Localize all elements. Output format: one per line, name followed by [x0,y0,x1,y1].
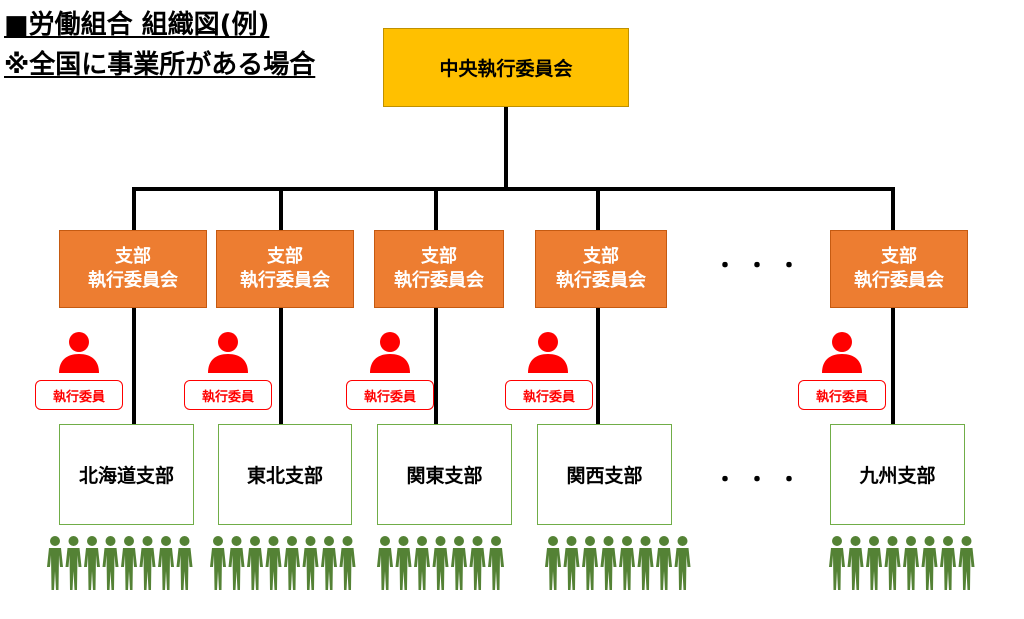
member-figure-icon [339,536,356,590]
branch-committee-box: 支部執行委員会 [830,230,968,308]
member-figure-icon [563,536,580,590]
member-figure-icon [940,536,956,590]
member-figure-icon [247,536,263,590]
branch-committee-line1: 支部 [267,246,303,267]
officer-person-icon [57,330,101,374]
member-figure-icon [903,536,919,590]
member-figure-icon [228,536,245,590]
member-figure-icon [395,536,412,590]
branch-members-group [544,535,692,591]
officer-badge: 執行委員 [798,380,886,410]
branch-name-box: 九州支部 [830,424,965,525]
branch-committee-line2: 執行委員会 [88,270,178,291]
branch-committee-line1: 支部 [881,246,917,267]
member-figure-icon [176,536,193,590]
diagram-title: ■労働組合 組織図(例) [4,10,270,40]
ellipsis-lower: ・・・ [714,468,811,493]
member-figure-icon [321,536,337,590]
member-figure-icon [600,536,617,590]
officer-badge: 執行委員 [505,380,593,410]
member-figure-icon [656,536,672,590]
member-figure-icon [284,536,300,590]
member-figure-icon [432,536,449,590]
member-figure-icon [829,536,845,590]
member-figure-icon [47,536,63,590]
member-figure-icon [451,536,467,590]
branch-name-box: 東北支部 [218,424,352,525]
officer-person-icon [206,330,250,374]
member-figure-icon [469,536,486,590]
member-figure-icon [210,536,226,590]
branch-committee-box: 支部執行委員会 [535,230,667,308]
ellipsis-upper: ・・・ [714,254,811,279]
branch-committee-line2: 執行委員会 [854,270,944,291]
member-figure-icon [921,536,938,590]
officer-badge: 執行委員 [35,380,123,410]
member-figure-icon [958,536,975,590]
member-figure-icon [637,536,654,590]
branch-committee-box: 支部執行委員会 [374,230,504,308]
member-figure-icon [866,536,882,590]
member-figure-icon [139,536,156,590]
branch-committee-line2: 執行委員会 [394,270,484,291]
diagram-subtitle: ※全国に事業所がある場合 [4,50,316,80]
member-figure-icon [265,536,282,590]
member-figure-icon [65,536,82,590]
member-figure-icon [847,536,864,590]
branch-committee-line1: 支部 [583,246,619,267]
officer-person-icon [526,330,570,374]
officer-badge: 執行委員 [184,380,272,410]
member-figure-icon [545,536,561,590]
member-figure-icon [619,536,635,590]
branch-committee-line1: 支部 [421,246,457,267]
officer-badge: 執行委員 [346,380,434,410]
member-figure-icon [582,536,598,590]
branch-committee-box: 支部執行委員会 [59,230,207,308]
member-figure-icon [121,536,137,590]
branch-committee-box: 支部執行委員会 [216,230,354,308]
member-figure-icon [302,536,319,590]
member-figure-icon [158,536,174,590]
member-figure-icon [488,536,504,590]
branch-members-group [209,535,357,591]
member-figure-icon [884,536,901,590]
officer-person-icon [820,330,864,374]
branch-name-box: 関西支部 [537,424,672,525]
officer-person-icon [368,330,412,374]
branch-name-box: 北海道支部 [59,424,194,525]
central-committee-box: 中央執行委員会 [383,28,629,107]
member-figure-icon [102,536,119,590]
branch-committee-line1: 支部 [115,246,151,267]
branch-members-group [376,535,506,591]
member-figure-icon [377,536,393,590]
member-figure-icon [84,536,100,590]
member-figure-icon [414,536,430,590]
branch-members-group [46,535,194,591]
member-figure-icon [674,536,691,590]
branch-members-group [828,535,976,591]
branch-committee-line2: 執行委員会 [240,270,330,291]
branch-name-box: 関東支部 [377,424,512,525]
branch-committee-line2: 執行委員会 [556,270,646,291]
